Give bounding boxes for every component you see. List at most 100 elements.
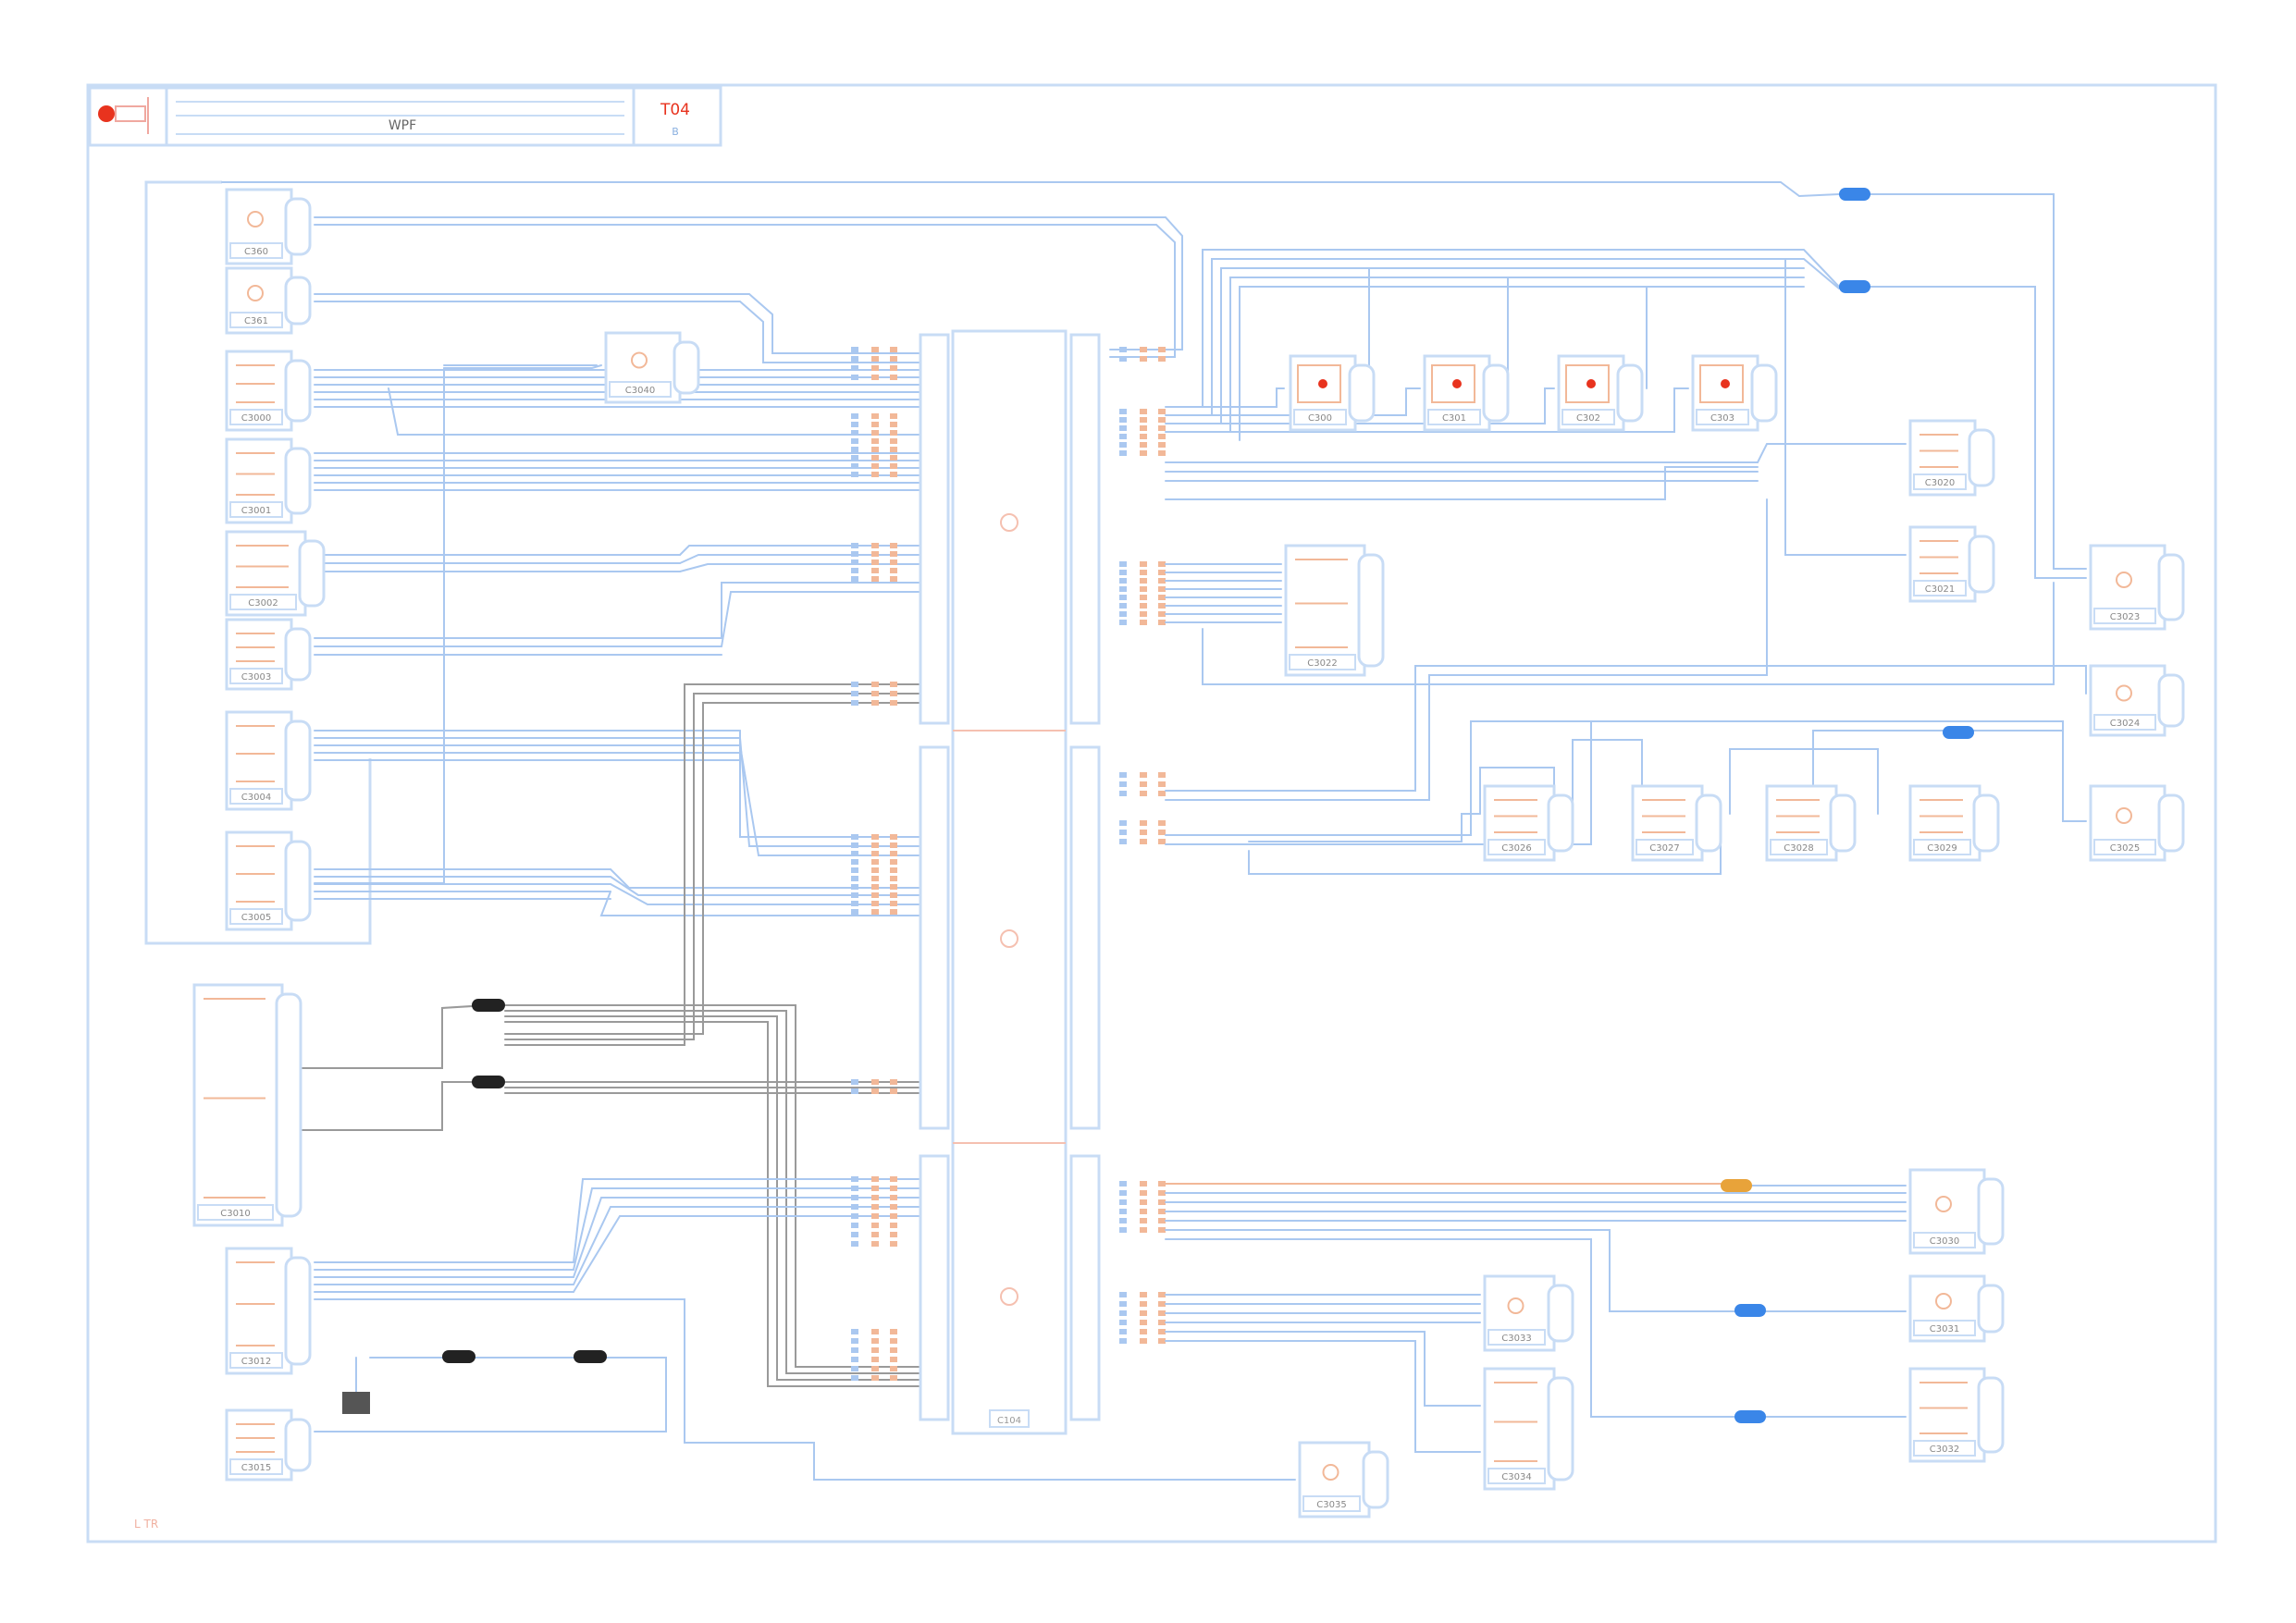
top-component-plug <box>673 340 700 395</box>
pin-mark <box>890 1375 897 1381</box>
pin-mark <box>890 842 897 848</box>
pin-mark <box>890 867 897 873</box>
right-component-2[interactable]: C301 <box>1423 354 1510 432</box>
pin-mark <box>1140 1227 1147 1233</box>
splice-blue-5[interactable] <box>1734 1410 1766 1423</box>
pin-mark <box>1140 1329 1147 1334</box>
right-component-18-label-box <box>1487 1329 1546 1346</box>
pin-mark <box>1140 772 1147 778</box>
splice-dark-4[interactable] <box>574 1350 607 1363</box>
right-component-13-label-box <box>1770 839 1828 855</box>
pin-mark <box>1140 1338 1147 1344</box>
left-component-2-plug <box>284 276 312 326</box>
splice-dark-3[interactable] <box>442 1350 475 1363</box>
left-component-2[interactable]: C361 <box>225 266 312 335</box>
right-component-2-plug <box>1482 363 1510 423</box>
pin-mark <box>1119 1310 1127 1316</box>
left-component-3[interactable]: C3000 <box>225 350 312 432</box>
pin-mark <box>890 1176 897 1182</box>
pin-mark <box>1119 356 1127 362</box>
pin-mark <box>890 1186 897 1191</box>
pin-mark <box>890 1088 897 1094</box>
pin-mark <box>871 568 879 573</box>
right-component-14[interactable]: C3029 <box>1908 784 2000 862</box>
pin-mark <box>851 365 858 371</box>
left-component-6[interactable]: C3003 <box>225 618 312 691</box>
splice-blue-4[interactable] <box>1734 1304 1766 1317</box>
splice-blue-3[interactable] <box>1943 726 1974 739</box>
pin-mark <box>851 413 858 419</box>
right-component-7[interactable]: C3022 <box>1284 544 1385 677</box>
right-component-9[interactable]: C3024 <box>2089 664 2185 737</box>
right-component-10[interactable]: C3025 <box>2089 784 2185 862</box>
splice-blue-1[interactable] <box>1839 188 1870 201</box>
pin-mark <box>871 1079 879 1085</box>
pin-mark <box>851 1241 858 1247</box>
right-component-18[interactable]: C3033 <box>1483 1274 1574 1352</box>
pin-mark <box>871 413 879 419</box>
pin-mark <box>871 430 879 436</box>
pin-mark <box>1158 570 1166 575</box>
ground-block[interactable] <box>342 1392 370 1414</box>
wire-20 <box>388 387 921 436</box>
pin-mark <box>890 859 897 865</box>
right-component-11[interactable]: C3026 <box>1483 784 1574 862</box>
right-component-6[interactable]: C3021 <box>1908 525 1995 603</box>
left-component-8[interactable]: C3005 <box>225 830 312 931</box>
right-component-3[interactable]: C302 <box>1557 354 1644 432</box>
pin-mark <box>1158 1301 1166 1307</box>
pin-mark <box>890 876 897 881</box>
left-component-10[interactable]: C3012 <box>225 1247 312 1375</box>
left-component-11[interactable]: C3015 <box>225 1408 312 1482</box>
pin-mark <box>851 455 858 461</box>
right-component-19[interactable]: C3034 <box>1483 1367 1574 1491</box>
module-section-2-icon <box>1000 929 1018 948</box>
left-component-9[interactable]: C3010 <box>192 983 302 1227</box>
pin-mark <box>1119 347 1127 352</box>
right-component-4-dot-icon <box>1721 379 1730 388</box>
pin-mark <box>1119 561 1127 567</box>
right-component-18-symbol-icon <box>1507 1297 1524 1314</box>
left-component-5[interactable]: C3002 <box>225 530 326 617</box>
top-component[interactable]: C3040 <box>604 331 700 404</box>
splice-yellow-1[interactable] <box>1721 1179 1752 1192</box>
pin-mark <box>1119 1227 1127 1233</box>
left-component-4[interactable]: C3001 <box>225 437 312 524</box>
wire-25 <box>679 554 921 564</box>
right-component-1[interactable]: C300 <box>1289 354 1376 432</box>
pin-mark <box>871 447 879 452</box>
right-component-13[interactable]: C3028 <box>1765 784 1857 862</box>
pin-mark <box>851 851 858 856</box>
right-component-1-label-box <box>1293 409 1347 425</box>
right-component-5[interactable]: C3020 <box>1908 419 1995 497</box>
left-component-7[interactable]: C3004 <box>225 710 312 811</box>
splice-dark-2[interactable] <box>472 1076 505 1088</box>
right-component-4[interactable]: C303 <box>1691 354 1778 432</box>
right-component-20[interactable]: C3035 <box>1298 1441 1389 1518</box>
pin-mark <box>1158 1181 1166 1187</box>
wire-77 <box>1165 387 1421 416</box>
right-component-15[interactable]: C3030 <box>1908 1168 2005 1255</box>
pin-mark <box>1119 570 1127 575</box>
right-component-8[interactable]: C3023 <box>2089 544 2185 631</box>
pin-mark <box>1119 1181 1127 1187</box>
pin-mark <box>890 1241 897 1247</box>
left-component-11-label: C3015 <box>241 1463 271 1473</box>
wire-57 <box>504 693 921 1040</box>
right-component-17[interactable]: C3032 <box>1908 1367 2005 1463</box>
wire-67 <box>573 1187 921 1271</box>
right-component-2-label-box <box>1427 409 1481 425</box>
frame <box>86 83 2217 1543</box>
splice-dark-1[interactable] <box>472 999 505 1012</box>
splice-blue-2[interactable] <box>1839 280 1870 293</box>
right-component-7-label: C3022 <box>1307 658 1337 669</box>
right-component-16[interactable]: C3031 <box>1908 1274 2005 1343</box>
pin-mark <box>871 1366 879 1371</box>
right-component-12[interactable]: C3027 <box>1631 784 1722 862</box>
left-component-1[interactable]: C360 <box>225 188 312 265</box>
pin-mark <box>1158 347 1166 352</box>
right-component-15-label: C3030 <box>1930 1236 1959 1247</box>
pin-mark <box>1119 1292 1127 1297</box>
right-component-4-plug <box>1750 363 1778 423</box>
pin-mark <box>1119 1320 1127 1325</box>
